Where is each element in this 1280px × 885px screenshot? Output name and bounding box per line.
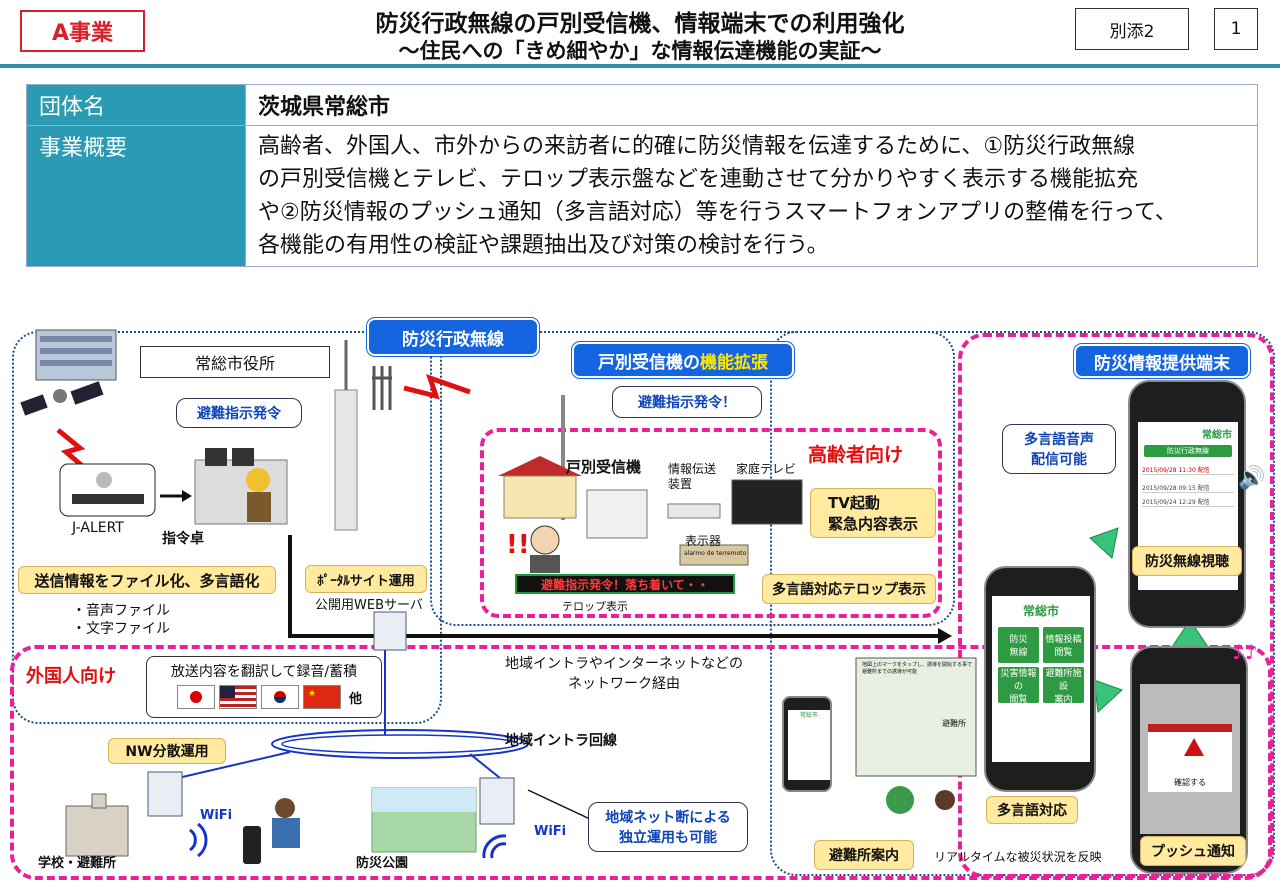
summary-line: の戸別受信機とテレビ、テロップ表示盤などを連動させて分かりやすく表示する機能拡充	[258, 167, 1139, 192]
web-server-label: 公開用WEBサーバ	[315, 598, 423, 613]
musen-listen-label: 防災無線視聴	[1132, 546, 1242, 576]
summary-text: 高齢者、外国人、市外からの来訪者に的確に防災情報を伝達するために、①防災行政無線…	[245, 125, 1258, 267]
usa-flag-icon	[219, 685, 257, 709]
realtime-label: リアルタイムな被災状況を反映	[934, 850, 1102, 864]
receiver-expansion-label: 戸別受信機の機能拡張	[572, 342, 794, 378]
annex-label: 別添2	[1075, 8, 1189, 50]
multi-lang-label: 多言語対応	[986, 796, 1078, 824]
page-title: 防災行政無線の戸別受信機、情報端末での利用強化	[375, 11, 905, 37]
wifi-label-school: WiFi	[200, 808, 233, 823]
summary-label: 事業概要	[26, 125, 246, 267]
phone-push: 確認する	[1130, 646, 1248, 874]
telop-label: テロップ表示	[562, 600, 628, 613]
radio-row-3[interactable]: 2015/09/24 12:29 配信	[1142, 497, 1234, 507]
info-device-label: 情報伝送 装置	[668, 462, 717, 491]
push-confirm-button[interactable]: 確認する	[1174, 778, 1206, 787]
push-label: プッシュ通知	[1140, 836, 1246, 866]
display-label: 表示器	[685, 534, 722, 548]
translate-box: 放送内容を翻訳して録音/蓄積 ★ 他	[146, 656, 382, 718]
app-btn-shelter[interactable]: 避難所施設 案内	[1043, 667, 1084, 705]
receiver-expansion-highlight: 機能拡張	[700, 352, 768, 373]
home-tv-label: 家庭テレビ	[736, 462, 797, 476]
korea-flag-icon	[261, 685, 299, 709]
park-label: 防災公園	[356, 856, 409, 871]
music-note-icon: ♪♪	[1232, 640, 1258, 664]
school-label: 学校・避難所	[38, 856, 117, 871]
city-hall-region	[12, 331, 442, 724]
app-title: 常総市	[799, 712, 818, 719]
china-flag-icon: ★	[303, 685, 341, 709]
app-title: 常総市	[1202, 430, 1232, 441]
phone-evac-screen: 常総市	[788, 710, 830, 780]
warning-icon	[1184, 738, 1204, 756]
japan-flag-icon	[177, 685, 215, 709]
jalert-label: J-ALERT	[72, 520, 124, 536]
phone-push-screen: 確認する	[1140, 684, 1240, 834]
radio-tab[interactable]: 防災行政無線	[1144, 445, 1232, 457]
terminal-pink-region	[958, 333, 1274, 878]
elderly-region	[480, 428, 942, 618]
tv-start-label: TV起動 緊急内容表示	[810, 488, 936, 538]
speaker-icon: 🔊	[1238, 466, 1266, 491]
phone-radio: 常総市 防災行政無線 2015/09/28 11:30 配信 2015/09/2…	[1128, 380, 1246, 628]
telop-display: 避難指示発令！落ち着いて・・	[515, 574, 735, 594]
phone-evac: 常総市	[782, 696, 832, 792]
radio-row-1[interactable]: 2015/09/28 11:30 配信	[1142, 465, 1234, 475]
radio-row-2[interactable]: 2015/09/28 09:15 配信	[1142, 483, 1234, 493]
evac-order-callout-2: 避難指示発令！	[612, 386, 762, 418]
nw-dist-label: NW分散運用	[108, 738, 226, 764]
wifi-label-park: WiFi	[534, 824, 567, 839]
shelter-map-label: 避難所	[942, 719, 966, 728]
terminal-label: 防災情報提供端末	[1074, 344, 1250, 378]
org-label: 団体名	[26, 84, 246, 126]
org-value: 茨城県常総市	[245, 84, 1258, 126]
summary-line: 各機能の有用性の検証や課題抽出及び対策の検討を行う。	[258, 233, 829, 258]
portal-label: ﾎﾟｰﾀﾙサイト運用	[305, 565, 427, 593]
exclam-mark: !!	[506, 530, 530, 560]
phone-multi: 常総市 防災 無線 情報投稿 閲覧 災害情報の 閲覧 避難所施設 案内	[984, 566, 1096, 792]
other-label: 他	[349, 691, 363, 707]
app-btn-disaster[interactable]: 災害情報の 閲覧	[998, 667, 1039, 705]
info-table: 団体名 茨城県常総市 事業概要 高齢者、外国人、市外からの来訪者に的確に防災情報…	[26, 84, 1258, 267]
app-title: 常総市	[1022, 604, 1059, 618]
bousai-musen-label: 防災行政無線	[367, 318, 539, 356]
receiver-expansion-text: 戸別受信機の	[598, 352, 700, 373]
app-button-grid: 防災 無線 情報投稿 閲覧 災害情報の 閲覧 避難所施設 案内	[998, 627, 1084, 705]
evac-order-callout: 避難指示発令	[176, 398, 302, 428]
console-label: 指令卓	[162, 531, 204, 547]
page-subtitle: 〜住民への「きめ細やか」な情報伝達機能の実証〜	[398, 39, 882, 63]
page-number: 1	[1214, 8, 1258, 50]
text-file-label: ・文字ファイル	[72, 621, 170, 637]
network-label: 地域イントラやインターネットなどの ネットワーク経由	[505, 656, 743, 692]
send-info-label: 送信情報をファイル化、多言語化	[18, 566, 276, 594]
city-hall-label: 常総市役所	[140, 346, 330, 378]
project-tag: A事業	[20, 10, 145, 52]
evac-guide-label: 避難所案内	[814, 840, 914, 870]
map-note: 地図上のマークをタップし、誘導を開始する事で避難所までの誘導が可能	[862, 662, 973, 675]
elderly-label: 高齢者向け	[808, 444, 904, 466]
push-dialog: 確認する	[1148, 724, 1232, 792]
home-receiver-label: 戸別受信機	[566, 458, 642, 476]
foreign-label: 外国人向け	[24, 662, 118, 688]
summary-line: や②防災情報のプッシュ通知（多言語対応）等を行うスマートフォンアプリの整備を行っ…	[258, 200, 1177, 225]
radio-region	[430, 331, 955, 626]
flag-row: ★ 他	[177, 685, 381, 709]
intra-line-label: 地域イントラ回線	[505, 733, 617, 749]
app-btn-radio[interactable]: 防災 無線	[998, 627, 1039, 663]
app-btn-post[interactable]: 情報投稿 閲覧	[1043, 627, 1084, 663]
summary-line: 高齢者、外国人、市外からの来訪者に的確に防災情報を伝達するために、①防災行政無線	[258, 134, 1136, 159]
multi-telop-label: 多言語対応テロップ表示	[762, 574, 936, 604]
phone-multi-screen: 常総市 防災 無線 情報投稿 閲覧 災害情報の 閲覧 避難所施設 案内	[992, 596, 1090, 762]
translate-text: 放送内容を翻訳して録音/蓄積	[170, 664, 358, 680]
display-text: alarmo de terremoto	[684, 550, 747, 557]
independent-callout: 地域ネット断による 独立運用も可能	[588, 802, 748, 852]
multi-voice-callout: 多言語音声 配信可能	[1002, 424, 1116, 474]
header-divider	[0, 64, 1280, 68]
audio-file-label: ・音声ファイル	[72, 603, 170, 619]
